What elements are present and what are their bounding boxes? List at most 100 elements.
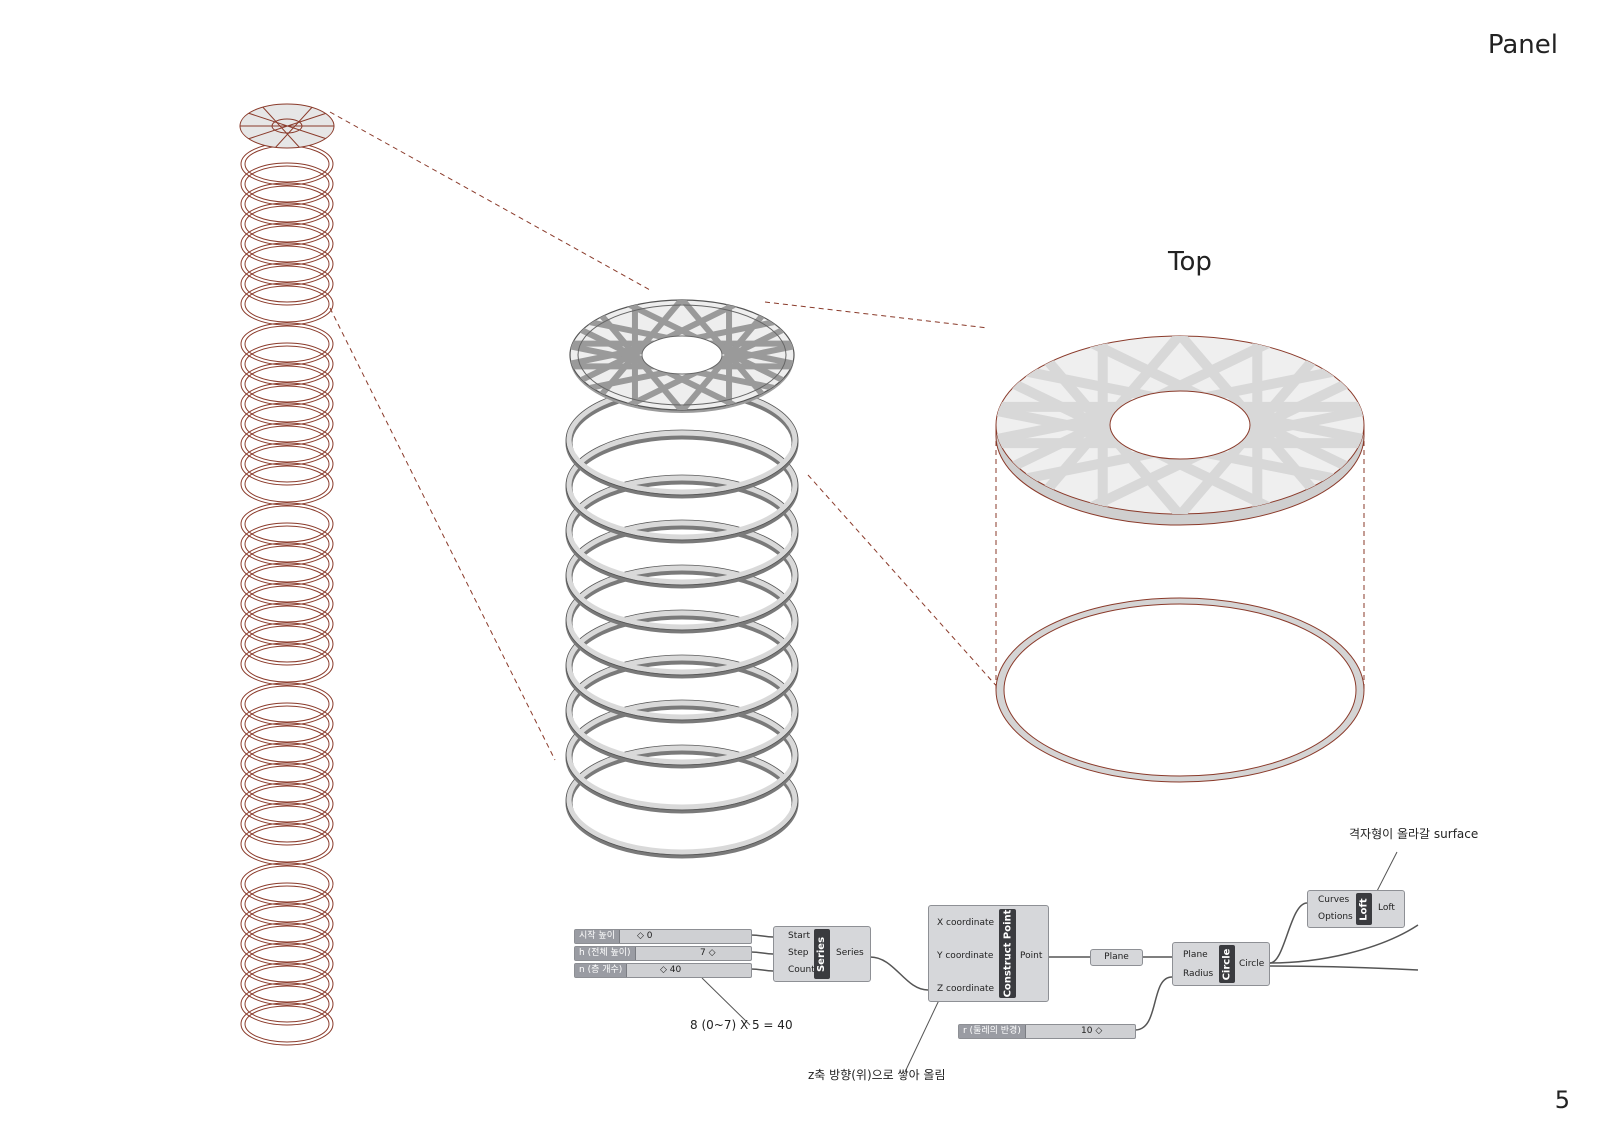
slider-radius[interactable]: r (둘레의 반경) 10 ◇ xyxy=(958,1024,1136,1039)
slider-start-height-value: ◇ 0 xyxy=(637,931,653,941)
lattice-surface-note: 격자형이 올라갈 surface xyxy=(1349,827,1479,841)
slider-radius-value: 10 ◇ xyxy=(1081,1026,1103,1036)
ring-inner xyxy=(244,925,330,963)
ring xyxy=(240,322,334,366)
ring xyxy=(240,862,334,906)
ring-inner xyxy=(244,265,330,303)
ring xyxy=(240,222,334,266)
ring xyxy=(240,402,334,446)
ring-inner xyxy=(244,525,330,563)
series-input-start[interactable]: Start xyxy=(788,931,810,941)
gh-wires xyxy=(750,902,1419,1031)
ring xyxy=(240,782,334,826)
ring xyxy=(240,342,334,386)
ring xyxy=(240,262,334,306)
slider-layer-count[interactable]: n (층 개수) ◇ 40 xyxy=(574,963,752,978)
loft-input-curves[interactable]: Curves xyxy=(1318,895,1350,905)
tube-ring xyxy=(566,430,798,540)
slider-total-height-value: 7 ◇ xyxy=(700,948,716,958)
z-stack-note: z축 방향(위)으로 쌓아 올림 xyxy=(808,1068,946,1082)
tube-ring-outline xyxy=(565,474,799,586)
series-input-count[interactable]: Count xyxy=(788,965,815,975)
series-component[interactable]: Start Step Count Series Series xyxy=(773,926,871,982)
ring-inner xyxy=(244,605,330,643)
loft-component[interactable]: Curves Options Loft Loft xyxy=(1307,890,1405,928)
ring-inner xyxy=(244,585,330,623)
tube-ring-outline xyxy=(565,744,799,856)
ring-inner xyxy=(244,905,330,943)
ring-stack-top-panel xyxy=(239,103,335,149)
center-hole xyxy=(641,335,723,375)
construct-point-component[interactable]: X coordinate Y coordinate Z coordinate C… xyxy=(928,905,1049,1002)
ring xyxy=(240,702,334,746)
tube-ring xyxy=(566,700,798,810)
slider-layer-count-label: n (층 개수) xyxy=(575,964,628,977)
ring xyxy=(240,962,334,1006)
circle-input-plane[interactable]: Plane xyxy=(1183,950,1208,960)
ring xyxy=(240,822,334,866)
page-number: 5 xyxy=(1554,1086,1570,1114)
ring-inner xyxy=(244,825,330,863)
ring-inner xyxy=(244,725,330,763)
ring xyxy=(240,522,334,566)
ring xyxy=(240,882,334,926)
lattice-band xyxy=(620,300,794,410)
ring xyxy=(240,182,334,226)
slider-start-height[interactable]: 시작 높이 ◇ 0 xyxy=(574,929,752,944)
ring xyxy=(240,902,334,946)
ring xyxy=(240,922,334,966)
ring-inner xyxy=(244,465,330,503)
ring-inner xyxy=(244,245,330,283)
circle-title: Circle xyxy=(1219,945,1235,983)
loft-input-options[interactable]: Options xyxy=(1318,912,1353,922)
ring xyxy=(240,242,334,286)
ring-inner xyxy=(244,965,330,1003)
top-view-bottom-ring xyxy=(995,597,1365,783)
ring-inner xyxy=(244,985,330,1023)
tube-ring xyxy=(566,745,798,855)
ring xyxy=(240,602,334,646)
ring xyxy=(240,982,334,1026)
ring xyxy=(240,442,334,486)
ring-inner xyxy=(244,945,330,983)
ring xyxy=(240,682,334,726)
loft-output[interactable]: Loft xyxy=(1378,903,1395,913)
construct-point-title: Construct Point xyxy=(999,909,1016,998)
cp-input-y[interactable]: Y coordinate xyxy=(937,951,994,961)
ring xyxy=(240,282,334,326)
series-output[interactable]: Series xyxy=(836,948,864,958)
ring-stack-zoomed xyxy=(565,384,799,859)
series-title: Series xyxy=(814,929,830,979)
circle-component[interactable]: Plane Radius Circle Circle xyxy=(1172,942,1270,986)
cp-output-point[interactable]: Point xyxy=(1020,951,1043,961)
circle-input-radius[interactable]: Radius xyxy=(1183,969,1214,979)
ring-inner xyxy=(244,225,330,263)
ring-inner xyxy=(244,365,330,403)
slider-layer-count-value: ◇ 40 xyxy=(660,965,682,975)
count-formula-note: 8 (0~7) X 5 = 40 xyxy=(690,1018,793,1032)
ring xyxy=(240,642,334,686)
ring-inner xyxy=(244,325,330,363)
ring xyxy=(240,762,334,806)
ring-inner xyxy=(244,565,330,603)
cp-input-z[interactable]: Z coordinate xyxy=(937,984,995,994)
lattice-band xyxy=(1078,336,1364,514)
zoom-guide-lines xyxy=(329,111,1365,761)
series-input-step[interactable]: Step xyxy=(788,948,809,958)
tube-ring-outline xyxy=(565,564,799,676)
ring xyxy=(240,582,334,626)
ring-inner xyxy=(244,545,330,583)
ring-inner xyxy=(244,405,330,443)
cp-input-x[interactable]: X coordinate xyxy=(937,918,995,928)
slider-total-height[interactable]: h (전체 높이) 7 ◇ xyxy=(574,946,752,961)
ring-inner xyxy=(244,685,330,723)
tube-ring-outline xyxy=(565,654,799,766)
plane-param[interactable]: Plane xyxy=(1090,949,1143,966)
ring-inner xyxy=(244,505,330,543)
ring-inner xyxy=(244,445,330,483)
ring-inner xyxy=(244,1005,330,1043)
ring-inner xyxy=(244,765,330,803)
circle-output[interactable]: Circle xyxy=(1239,959,1265,969)
ring xyxy=(240,422,334,466)
ring-inner xyxy=(244,705,330,743)
